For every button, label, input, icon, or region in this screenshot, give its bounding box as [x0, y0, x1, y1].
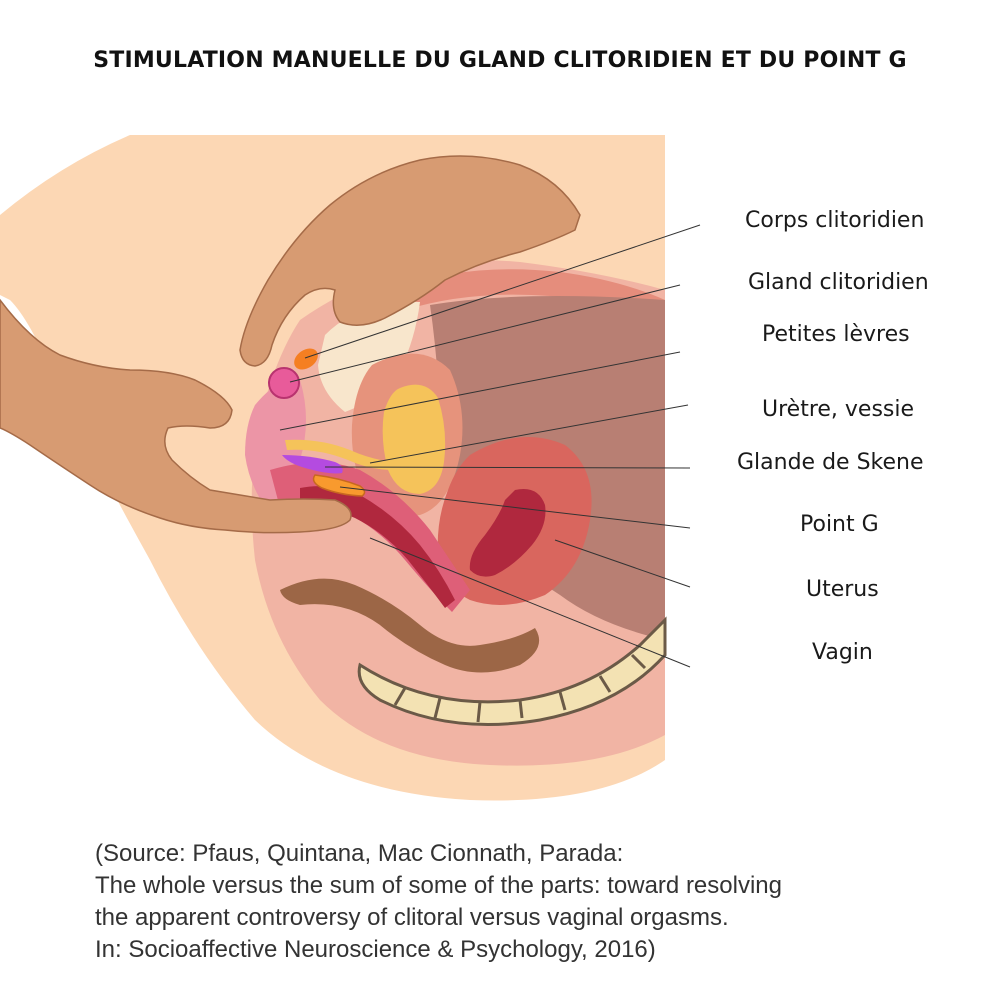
upper-hand — [239, 155, 581, 367]
leader-line-vagin — [369, 537, 691, 668]
label-corps-clitoridien: Corps clitoridien — [745, 208, 925, 233]
bladder — [382, 384, 446, 494]
clitoris-body — [294, 348, 318, 370]
label-petites-levres: Petites lèvres — [762, 322, 910, 347]
pubic-region — [318, 301, 420, 412]
source-line-1: (Source: Pfaus, Quintana, Mac Cionnath, … — [95, 840, 624, 867]
vertebra-5 — [558, 691, 567, 711]
source-line-2: The whole versus the sum of some of the … — [95, 872, 782, 899]
clitoris-glans — [268, 367, 300, 399]
uterus-inner — [469, 489, 546, 577]
g-spot — [312, 474, 366, 497]
abdominal-band — [395, 269, 665, 322]
vertebra-7 — [630, 653, 647, 670]
source-line-3: the apparent controversy of clitoral ver… — [95, 904, 729, 931]
skene-gland — [282, 455, 343, 474]
leader-line-point-g — [339, 486, 691, 529]
diagram-title: STIMULATION MANUELLE DU GLAND CLITORIDIE… — [93, 48, 907, 73]
source-line-4: In: Socioaffective Neuroscience & Psycho… — [95, 936, 656, 963]
label-glande-de-skene: Glande de Skene — [737, 450, 924, 475]
label-point-g: Point G — [800, 512, 879, 537]
source-citation: (Source: Pfaus, Quintana, Mac Cionnath, … — [95, 838, 975, 966]
leader-line-gland-clitoridien — [289, 284, 681, 383]
leader-line-uretre-vessie — [369, 404, 689, 464]
urethra — [285, 439, 395, 470]
rectum — [280, 578, 540, 673]
lower-hand — [0, 298, 352, 534]
spine — [357, 616, 667, 726]
leader-line-glande-skene — [324, 466, 691, 469]
vertebra-1 — [393, 687, 407, 706]
leader-line-corps-clitoridien — [304, 224, 701, 359]
label-gland-clitoridien: Gland clitoridien — [748, 270, 929, 295]
label-uterus: Uterus — [806, 577, 879, 602]
vertebra-6 — [598, 675, 612, 693]
vertebra-4 — [518, 699, 524, 719]
leader-line-petites-levres — [279, 351, 681, 431]
vertebra-2 — [433, 697, 442, 719]
vagina-inner — [300, 486, 455, 608]
label-uretre-vessie: Urètre, vessie — [762, 397, 915, 422]
vertebra-3 — [476, 701, 482, 723]
label-vagin: Vagin — [812, 640, 873, 665]
leader-line-uterus — [554, 539, 691, 588]
